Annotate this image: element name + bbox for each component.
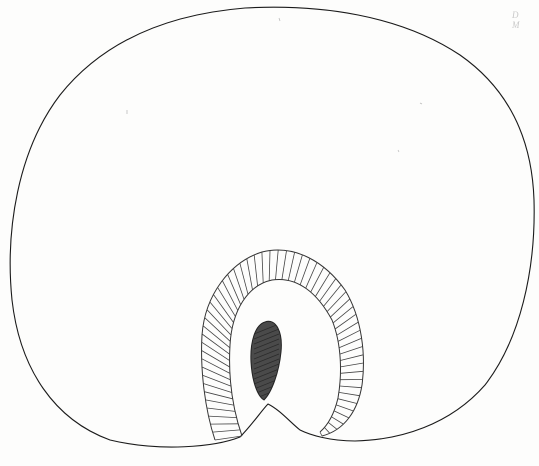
band-tick (327, 292, 346, 312)
band-tick (341, 363, 364, 367)
band-tick (320, 279, 336, 302)
band-tick (338, 330, 360, 341)
band-tick (340, 347, 363, 355)
band-tick (254, 255, 257, 286)
band-tick (328, 422, 337, 429)
band-tick (324, 285, 342, 307)
endosperm-band (202, 250, 364, 440)
band-inner-edge (230, 279, 341, 436)
band-tick (315, 273, 330, 297)
band-tick (300, 258, 310, 285)
band-tick (228, 274, 241, 304)
band-tick (338, 399, 357, 404)
band-tick (276, 250, 279, 280)
band-tick (204, 392, 232, 399)
band-tick (325, 428, 330, 434)
band-tick (334, 411, 349, 418)
band-tick (339, 338, 362, 347)
band-tick (269, 251, 270, 281)
band-tick (262, 252, 263, 283)
band-tick (333, 306, 353, 323)
band-tick (222, 281, 238, 311)
band-tick (202, 367, 230, 380)
band-tick (294, 255, 302, 282)
band-tick (202, 351, 230, 368)
band-tick (339, 392, 360, 395)
band-tick (311, 267, 324, 292)
band-tick (207, 408, 235, 411)
band-tick (213, 430, 240, 432)
embryo (251, 321, 281, 400)
band-tick (340, 355, 363, 361)
band-tick (288, 252, 294, 280)
band-tick (340, 371, 363, 373)
band-tick (336, 405, 353, 411)
band-tick (306, 263, 317, 289)
band-tick (335, 314, 356, 329)
band-tick (340, 386, 362, 388)
band-tick (330, 299, 349, 317)
band-tick (320, 432, 322, 436)
band-tick (206, 400, 234, 405)
band-tick (209, 416, 237, 418)
band-tick (247, 259, 253, 290)
band-tick (332, 417, 344, 424)
band-tick (202, 359, 230, 374)
paper-specks (127, 18, 422, 152)
band-tick (282, 251, 287, 280)
